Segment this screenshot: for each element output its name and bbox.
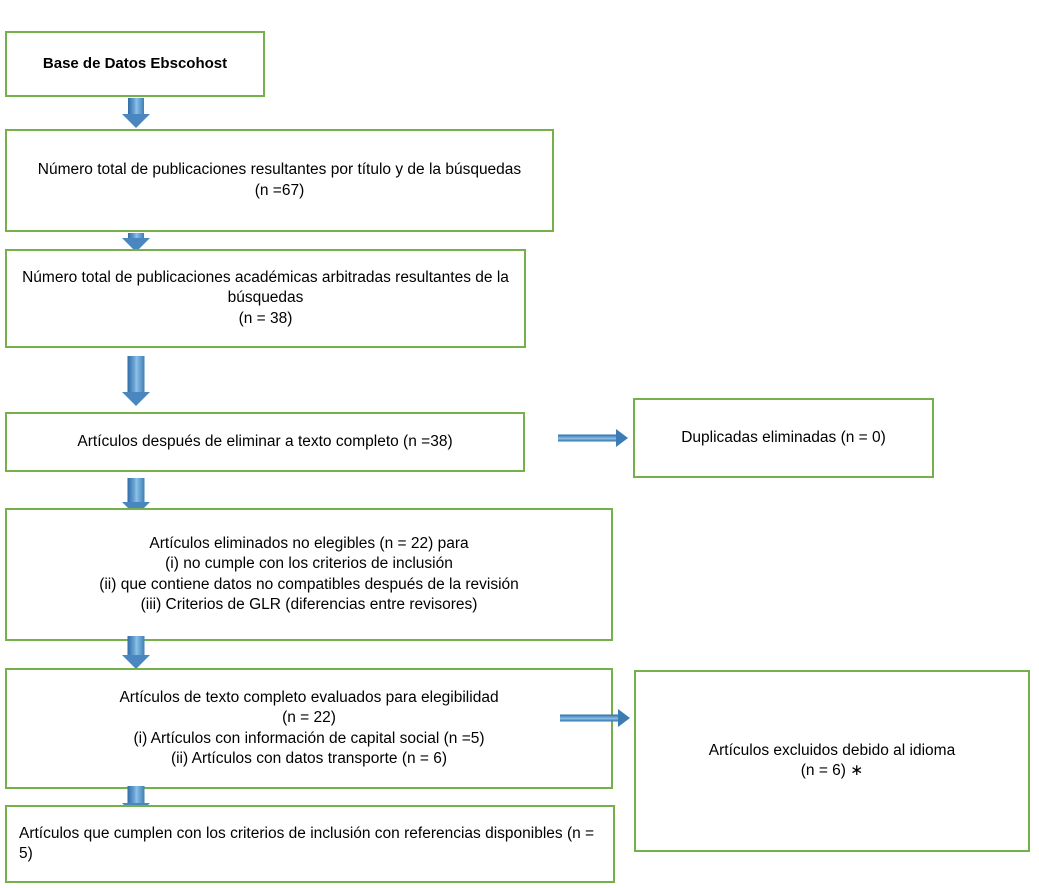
node-excluded-language-label: Artículos excluidos debido al idioma (n … (708, 741, 956, 779)
node-total-publications: Número total de publicaciones resultante… (5, 129, 554, 232)
node-peer-reviewed: Número total de publicaciones académicas… (5, 249, 526, 348)
node-assessed-eligibility: Artículos de texto completo evaluados pa… (5, 668, 613, 789)
node-after-fulltext-removal-label: Artículos después de eliminar a texto co… (77, 432, 453, 450)
node-excluded-language: Artículos excluidos debido al idioma (n … (634, 670, 1030, 852)
node-excluded-not-eligible: Artículos eliminados no elegibles (n = 2… (5, 508, 613, 641)
node-assessed-eligibility-label: Artículos de texto completo evaluados pa… (119, 688, 499, 767)
node-after-fulltext-removal: Artículos después de eliminar a texto co… (5, 412, 525, 472)
node-source-label: Base de Datos Ebscohost (42, 55, 228, 73)
node-excluded-not-eligible-label: Artículos eliminados no elegibles (n = 2… (99, 534, 519, 613)
node-total-publications-label: Número total de publicaciones resultante… (37, 161, 522, 199)
node-source: Base de Datos Ebscohost (5, 31, 265, 97)
node-included-final: Artículos que cumplen con los criterios … (5, 805, 615, 883)
node-duplicates-removed: Duplicadas eliminadas (n = 0) (633, 398, 934, 478)
node-included-final-label: Artículos que cumplen con los criterios … (19, 824, 595, 862)
node-peer-reviewed-label: Número total de publicaciones académicas… (22, 268, 509, 327)
node-duplicates-removed-label: Duplicadas eliminadas (n = 0) (681, 428, 886, 446)
